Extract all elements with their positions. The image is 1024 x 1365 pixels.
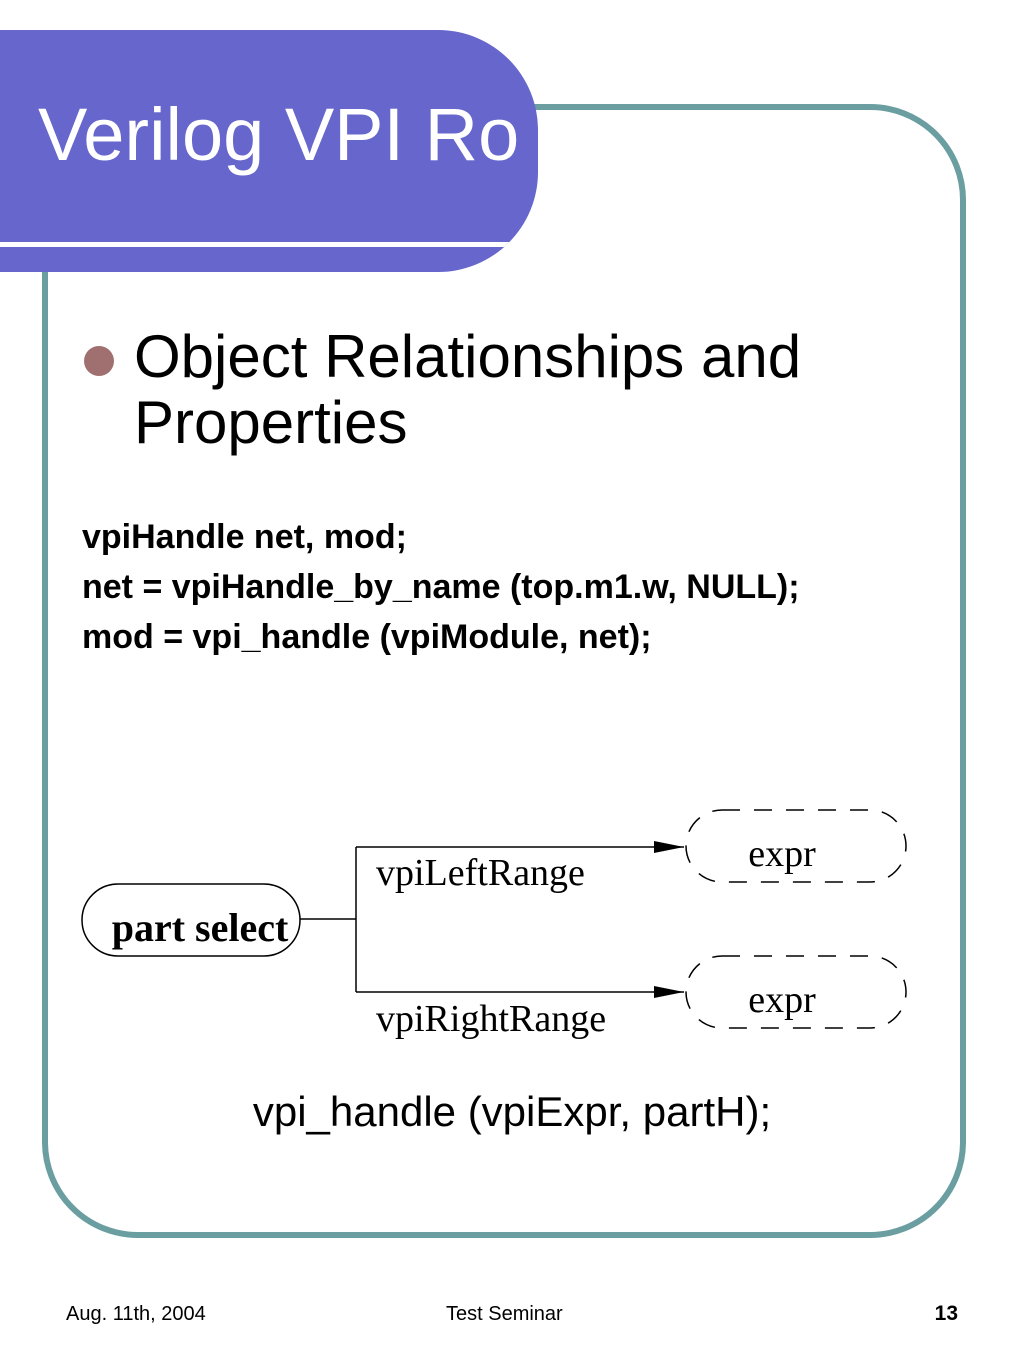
slide-frame (42, 104, 966, 1238)
code-line: mod = vpi_handle (vpiModule, net); (82, 618, 652, 656)
target-node-top-label: expr (748, 833, 816, 875)
footer-event: Test Seminar (446, 1303, 563, 1325)
code-line: net = vpiHandle_by_name (top.m1.w, NULL)… (82, 568, 800, 606)
edge-label-bottom: vpiRightRange (376, 998, 606, 1040)
bullet-text: Object Relationships and Properties (134, 323, 802, 456)
edge-label-top: vpiLeftRange (376, 852, 585, 894)
title-divider (0, 242, 538, 247)
code-block: vpiHandle net, mod; net = vpiHandle_by_n… (82, 512, 800, 662)
target-node-top (685, 809, 907, 883)
title-bar: Verilog VPI Ro (0, 30, 538, 272)
target-node-bottom-label: expr (748, 979, 816, 1021)
bullet-icon (84, 346, 114, 376)
target-node-bottom (685, 955, 907, 1029)
code-line: vpiHandle net, mod; (82, 518, 407, 556)
footer-date: Aug. 11th, 2004 (66, 1303, 206, 1325)
source-node-label: part select (112, 905, 289, 950)
slide-title: Verilog VPI Ro (38, 93, 520, 176)
page-number: 13 (934, 1302, 958, 1325)
caption-text: vpi_handle (vpiExpr, partH); (252, 1088, 772, 1135)
source-node (81, 883, 301, 957)
